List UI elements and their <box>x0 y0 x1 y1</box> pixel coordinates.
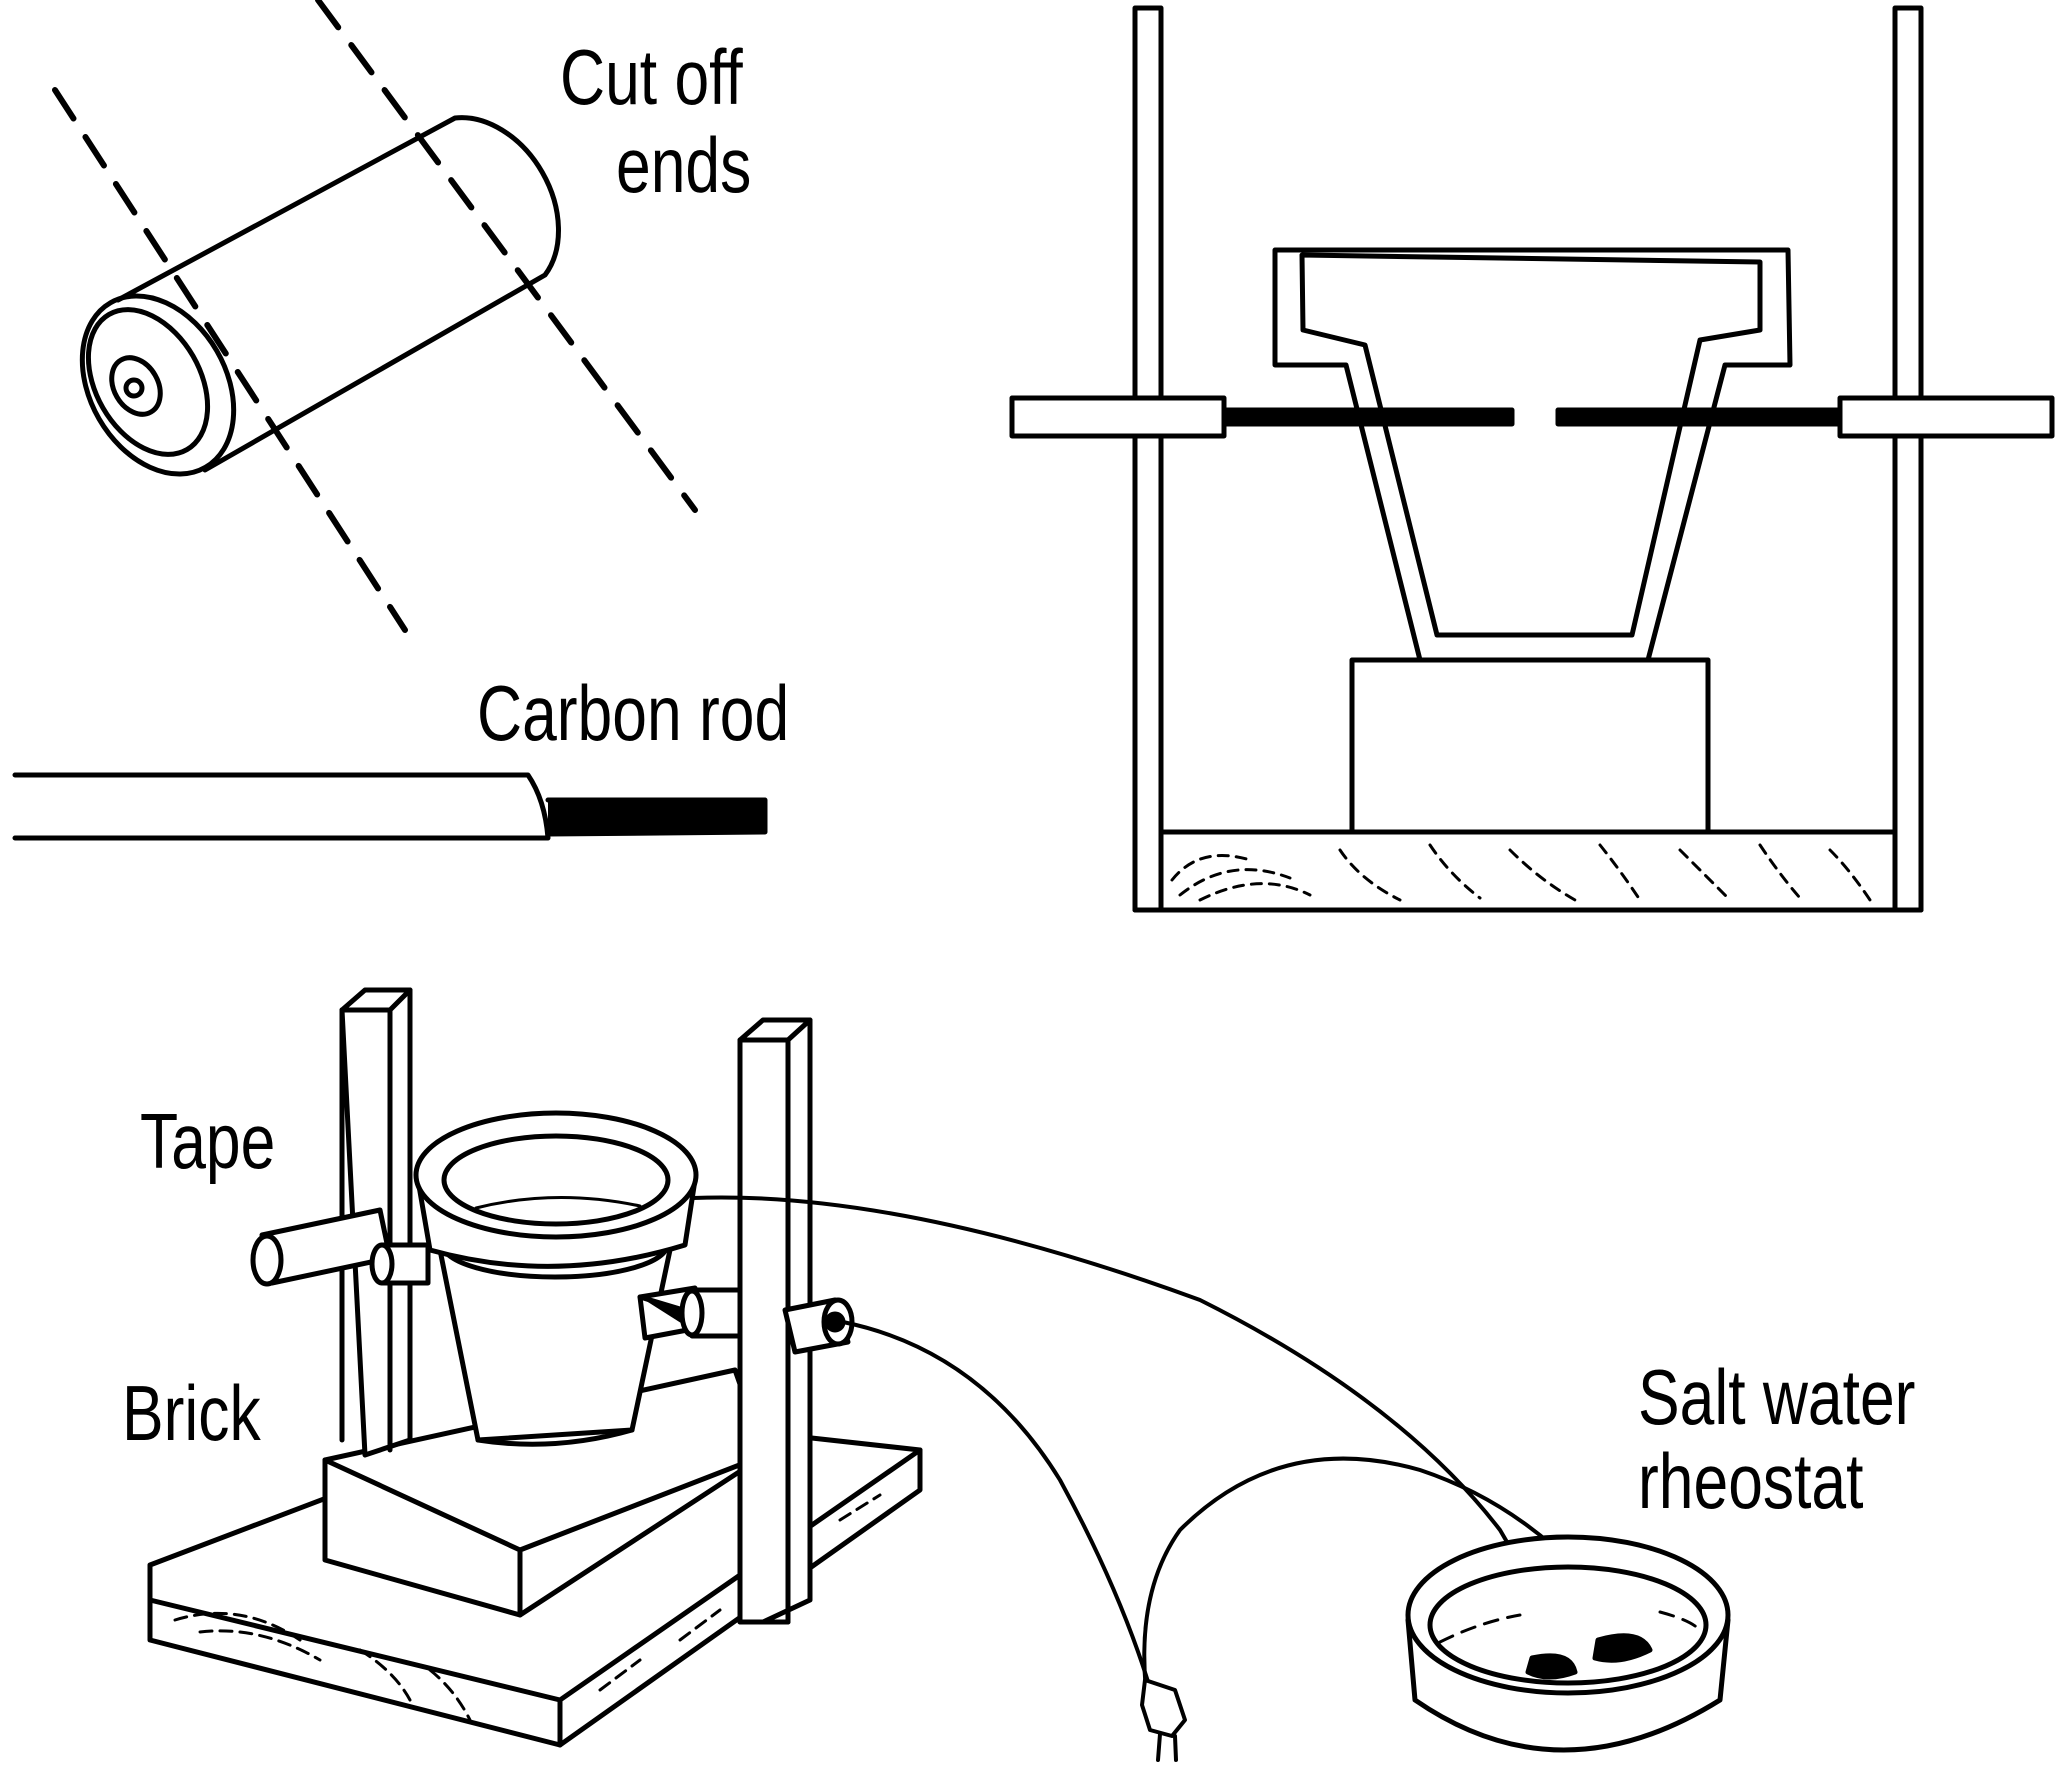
label-cut-off-line2: ends <box>616 121 752 209</box>
brick <box>322 1367 768 1618</box>
cut-line-dashes <box>52 0 698 633</box>
label-salt-water-line1: Salt water <box>1638 1353 1916 1441</box>
battery-cylinder-icon <box>79 115 561 477</box>
label-carbon-rod: Carbon rod <box>477 669 790 757</box>
right-carbon-holder <box>637 1285 743 1341</box>
label-cut-off-line1: Cut off <box>560 33 743 121</box>
salt-water-rheostat-dish <box>1405 1534 1731 1753</box>
tape-wrapped-carbon <box>250 1207 431 1287</box>
electrical-plug-icon <box>1140 1678 1187 1762</box>
wood-grain <box>1170 843 1872 902</box>
furnace-apparatus <box>147 987 1731 1762</box>
right-outer-carbon <box>782 1297 855 1355</box>
label-brick: Brick <box>122 1369 261 1457</box>
label-salt-water-line2: rheostat <box>1638 1437 1864 1525</box>
carbon-rod-illustration <box>12 772 768 841</box>
furnace-cross-section <box>1009 5 2055 913</box>
flower-pot <box>413 1110 699 1447</box>
label-tape: Tape <box>140 1097 276 1185</box>
